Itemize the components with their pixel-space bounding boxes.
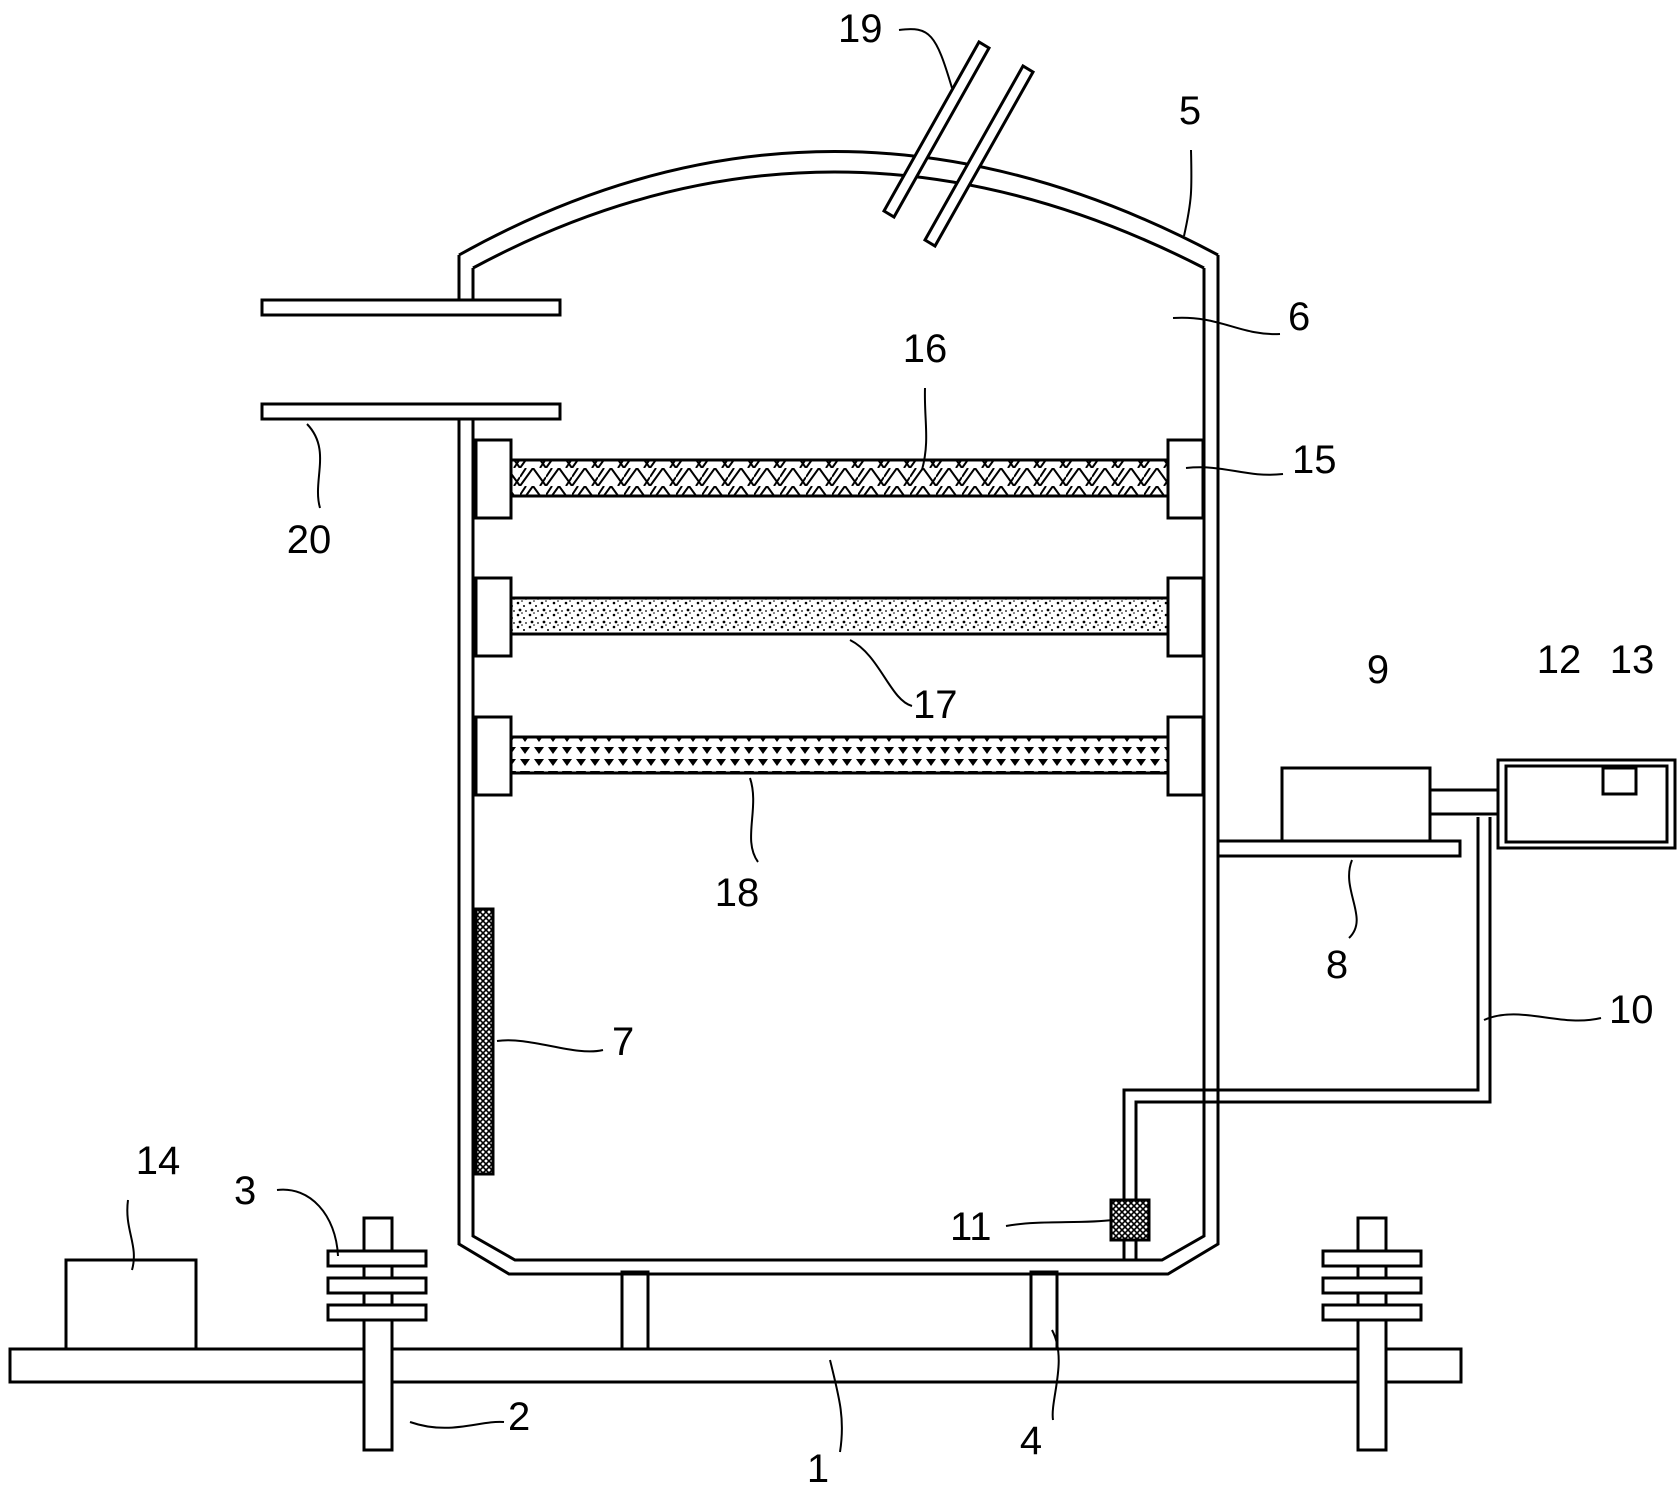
label-18: 18 bbox=[715, 871, 760, 915]
return-pipe bbox=[1122, 817, 1492, 1260]
label-20: 20 bbox=[287, 518, 332, 562]
filter-layer-17 bbox=[509, 596, 1170, 636]
base-plate bbox=[8, 1347, 1463, 1384]
right-mount-bolt bbox=[1321, 1216, 1423, 1452]
pump bbox=[1280, 766, 1432, 843]
label-5: 5 bbox=[1179, 89, 1201, 133]
label-15: 15 bbox=[1292, 438, 1337, 482]
label-4: 4 bbox=[1020, 1419, 1042, 1463]
label-8: 8 bbox=[1326, 943, 1348, 987]
filter-brackets bbox=[474, 438, 1205, 797]
leader-lines bbox=[126, 28, 1602, 1453]
control-box bbox=[64, 1258, 198, 1351]
label-10: 10 bbox=[1609, 988, 1654, 1032]
label-13: 13 bbox=[1610, 638, 1655, 682]
heating-strip bbox=[474, 907, 495, 1176]
filter-layer-16 bbox=[509, 458, 1170, 498]
outlet-pipe bbox=[260, 298, 562, 421]
water-tank bbox=[1496, 758, 1677, 850]
label-2: 2 bbox=[508, 1395, 530, 1439]
label-9: 9 bbox=[1367, 648, 1389, 692]
level-sensor bbox=[1601, 766, 1638, 796]
label-7: 7 bbox=[612, 1020, 634, 1064]
label-3: 3 bbox=[234, 1169, 256, 1213]
pump-outlet-pipe bbox=[1428, 788, 1500, 816]
label-11: 11 bbox=[950, 1205, 992, 1249]
label-19: 19 bbox=[838, 7, 883, 51]
label-16: 16 bbox=[903, 327, 948, 371]
tank-body bbox=[457, 255, 1220, 1276]
label-17: 17 bbox=[913, 683, 958, 727]
left-mount-bolt bbox=[326, 1216, 428, 1452]
label-12: 12 bbox=[1537, 638, 1582, 682]
label-14: 14 bbox=[136, 1139, 181, 1183]
pump-shelf bbox=[1216, 839, 1462, 858]
callout-labels: 1 2 3 4 5 6 7 8 9 10 11 12 13 14 15 16 1… bbox=[136, 7, 1655, 1491]
label-6: 6 bbox=[1288, 295, 1310, 339]
filter-layer-18 bbox=[509, 735, 1170, 775]
dome-lid bbox=[458, 150, 1219, 270]
support-legs bbox=[620, 1270, 1059, 1351]
vent-pipe bbox=[881, 39, 1036, 249]
label-1: 1 bbox=[807, 1447, 829, 1491]
valve bbox=[1109, 1198, 1151, 1242]
